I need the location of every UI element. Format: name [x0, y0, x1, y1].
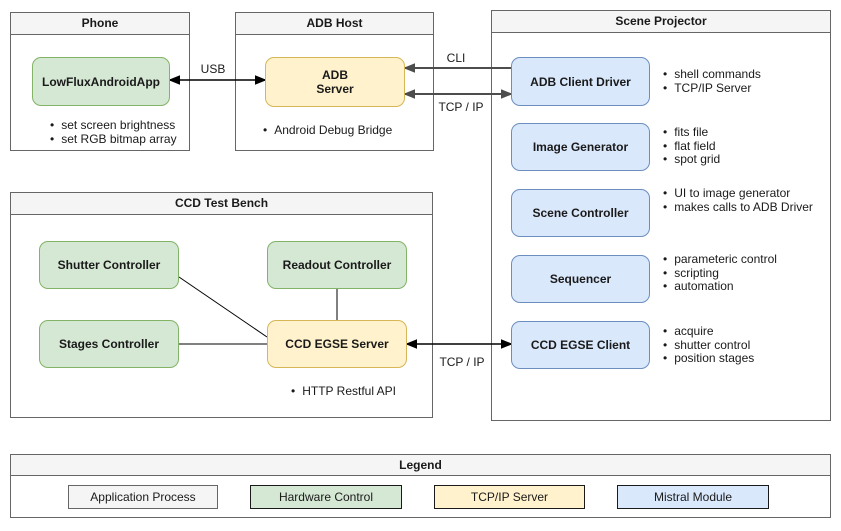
node-adb-server: ADB Server: [265, 57, 405, 107]
node-shutter-controller-label: Shutter Controller: [57, 258, 161, 272]
bullet-item: fits file: [663, 125, 720, 140]
bullet-item: HTTP Restful API: [291, 384, 396, 399]
sequencer-bullet-list: parameteric control scripting automation: [663, 252, 777, 294]
bullet-item: shutter control: [663, 338, 754, 353]
node-scene-controller-label: Scene Controller: [532, 206, 629, 220]
edge-label-tcpip-bottom: TCP / IP: [439, 355, 485, 369]
bullet-item: parameteric control: [663, 252, 777, 267]
node-ccd-egse-client: CCD EGSE Client: [511, 321, 650, 369]
scene-controller-bullet-list: UI to image generator makes calls to ADB…: [663, 186, 813, 215]
node-adb-client-driver-label: ADB Client Driver: [530, 74, 631, 89]
edge-label-tcpip-top: TCP / IP: [438, 100, 484, 114]
legend-item-mistral-module: Mistral Module: [617, 485, 769, 509]
node-ccd-egse-client-label: CCD EGSE Client: [530, 338, 631, 352]
phone-container-title: Phone: [11, 13, 189, 35]
node-scene-controller: Scene Controller: [511, 189, 650, 237]
bullet-item: spot grid: [663, 152, 720, 167]
bullet-item: Android Debug Bridge: [263, 123, 392, 138]
node-sequencer: Sequencer: [511, 255, 650, 303]
bullet-item: position stages: [663, 351, 754, 366]
image-generator-bullet-list: fits file flat field spot grid: [663, 125, 720, 167]
bullet-item: shell commands: [663, 67, 761, 82]
ccd-egse-client-bullet-list: acquire shutter control position stages: [663, 324, 754, 366]
phone-bullet-list: set screen brightness set RGB bitmap arr…: [50, 118, 177, 147]
bullet-item: UI to image generator: [663, 186, 813, 201]
ccd-egse-server-bullet-list: HTTP Restful API: [291, 384, 396, 399]
bullet-item: makes calls to ADB Driver: [663, 200, 813, 215]
edge-label-cli: CLI: [446, 51, 466, 65]
adb-host-container-title: ADB Host: [236, 13, 433, 35]
edge-label-usb: USB: [200, 62, 226, 76]
node-stages-controller-label: Stages Controller: [58, 337, 160, 351]
bullet-item: flat field: [663, 139, 720, 154]
bullet-item: TCP/IP Server: [663, 81, 761, 96]
node-lowflux-android-app: LowFluxAndroidApp: [32, 57, 170, 106]
node-stages-controller: Stages Controller: [39, 320, 179, 368]
adb-host-bullet-list: Android Debug Bridge: [263, 123, 392, 138]
adb-server-line1: ADB: [322, 68, 348, 82]
bullet-item: automation: [663, 279, 777, 294]
node-adb-server-label: ADB Server: [316, 68, 353, 96]
bullet-item: set RGB bitmap array: [50, 132, 176, 147]
node-image-generator: Image Generator: [511, 123, 650, 171]
node-lowflux-label: LowFluxAndroidApp: [42, 74, 160, 89]
node-sequencer-label: Sequencer: [549, 272, 612, 286]
node-readout-controller: Readout Controller: [267, 241, 407, 289]
node-image-generator-label: Image Generator: [532, 140, 629, 154]
adb-server-line2: Server: [316, 82, 354, 96]
adb-client-driver-bullet-list: shell commands TCP/IP Server: [663, 67, 761, 96]
node-ccd-egse-server-label: CCD EGSE Server: [285, 337, 389, 351]
node-shutter-controller: Shutter Controller: [39, 241, 179, 289]
node-readout-controller-label: Readout Controller: [282, 258, 392, 272]
bullet-item: set screen brightness: [50, 118, 177, 133]
legend-item-hardware-control: Hardware Control: [250, 485, 402, 509]
legend-title: Legend: [11, 455, 830, 476]
scene-projector-container-title: Scene Projector: [492, 11, 830, 33]
legend-item-tcpip-server: TCP/IP Server: [434, 485, 585, 509]
ccd-test-bench-container-title: CCD Test Bench: [11, 193, 432, 215]
legend-item-application-process: Application Process: [68, 485, 218, 509]
bullet-item: scripting: [663, 266, 777, 281]
bullet-item: acquire: [663, 324, 754, 339]
node-adb-client-driver: ADB Client Driver: [511, 57, 650, 106]
node-ccd-egse-server: CCD EGSE Server: [267, 320, 407, 368]
